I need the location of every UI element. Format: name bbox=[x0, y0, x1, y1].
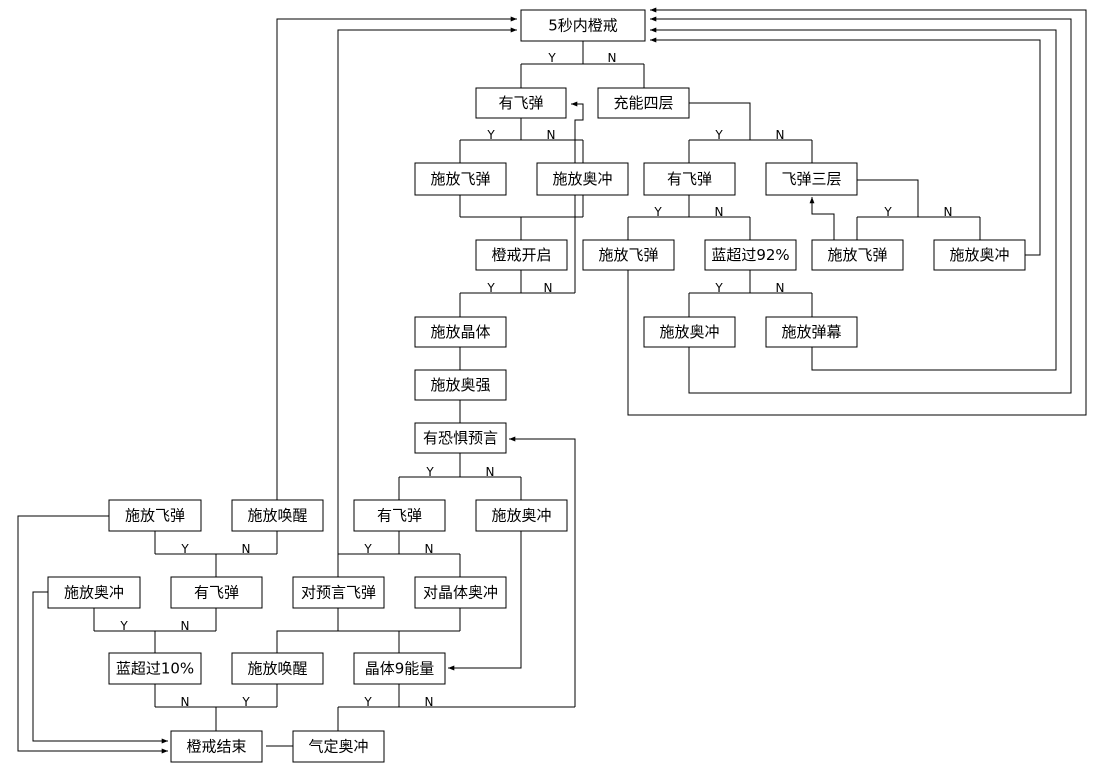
node-cast-blast-c: 施放奥冲 bbox=[643, 316, 736, 348]
node-blast-on-crystal: 对晶体奥冲 bbox=[414, 576, 507, 609]
yes-label: Y bbox=[653, 205, 662, 219]
node-cast-evocate-a: 施放唤醒 bbox=[231, 499, 324, 532]
yes-label: Y bbox=[363, 542, 372, 556]
no-label: N bbox=[425, 542, 434, 556]
svg-text:施放奥冲: 施放奥冲 bbox=[659, 323, 719, 341]
no-label: N bbox=[608, 51, 617, 65]
node-cast-missile-b: 施放飞弹 bbox=[582, 239, 675, 271]
node-crystal-9: 晶体9能量 bbox=[353, 652, 446, 685]
node-missile-three: 飞弹三层 bbox=[765, 162, 858, 196]
no-label: N bbox=[181, 695, 190, 709]
node-start: 5秒内橙戒 bbox=[520, 9, 646, 42]
node-cast-blast-e: 施放奥冲 bbox=[47, 576, 141, 609]
svg-text:蓝超过10%: 蓝超过10% bbox=[116, 660, 194, 678]
node-cast-crystal: 施放晶体 bbox=[414, 316, 507, 348]
svg-text:飞弹三层: 飞弹三层 bbox=[781, 170, 841, 188]
node-cast-missile-a: 施放飞弹 bbox=[414, 162, 507, 196]
no-label: N bbox=[544, 281, 553, 295]
svg-text:气定奥冲: 气定奥冲 bbox=[308, 738, 368, 756]
node-fear-prophecy: 有恐惧预言 bbox=[414, 422, 507, 454]
yes-label: Y bbox=[883, 205, 892, 219]
svg-text:有飞弹: 有飞弹 bbox=[194, 584, 239, 602]
svg-text:施放唤醒: 施放唤醒 bbox=[247, 660, 307, 678]
svg-text:施放奥冲: 施放奥冲 bbox=[64, 584, 124, 602]
yes-label: Y bbox=[714, 281, 723, 295]
no-label: N bbox=[776, 281, 785, 295]
no-label: N bbox=[715, 205, 724, 219]
svg-text:施放唤醒: 施放唤醒 bbox=[247, 507, 307, 525]
yes-label: Y bbox=[241, 695, 250, 709]
node-has-missile-c: 有飞弹 bbox=[353, 499, 446, 532]
node-has-missile-a: 有飞弹 bbox=[475, 87, 567, 119]
node-ring-on: 橙戒开启 bbox=[475, 239, 568, 271]
svg-text:施放飞弹: 施放飞弹 bbox=[827, 246, 887, 264]
svg-text:橙戒开启: 橙戒开启 bbox=[491, 246, 551, 264]
yes-label: Y bbox=[714, 128, 723, 142]
svg-text:有飞弹: 有飞弹 bbox=[498, 94, 543, 112]
svg-text:施放飞弹: 施放飞弹 bbox=[125, 507, 185, 525]
svg-text:施放弹幕: 施放弹幕 bbox=[781, 323, 841, 341]
node-cast-missile-c: 施放飞弹 bbox=[811, 239, 904, 271]
yes-label: Y bbox=[363, 695, 372, 709]
yes-label: Y bbox=[425, 465, 434, 479]
svg-text:橙戒结束: 橙戒结束 bbox=[186, 738, 246, 756]
yes-label: Y bbox=[119, 619, 128, 633]
node-missile-on-prophecy: 对预言飞弹 bbox=[292, 576, 385, 609]
svg-text:施放奥强: 施放奥强 bbox=[430, 376, 490, 394]
node-ring-end: 橙戒结束 bbox=[170, 730, 263, 763]
branch-labels: Y N Y N Y N Y N Y N Y N Y N Y N Y N Y N … bbox=[119, 51, 952, 709]
node-mana-10: 蓝超过10% bbox=[108, 652, 202, 685]
svg-text:有恐惧预言: 有恐惧预言 bbox=[423, 429, 498, 447]
svg-text:施放飞弹: 施放飞弹 bbox=[430, 170, 490, 188]
svg-text:有飞弹: 有飞弹 bbox=[377, 507, 422, 525]
no-label: N bbox=[181, 619, 190, 633]
svg-text:施放奥冲: 施放奥冲 bbox=[491, 507, 551, 525]
no-label: N bbox=[776, 128, 785, 142]
node-cast-evocate-b: 施放唤醒 bbox=[231, 652, 324, 685]
svg-text:充能四层: 充能四层 bbox=[613, 94, 673, 112]
node-has-missile-b: 有飞弹 bbox=[643, 162, 736, 196]
svg-text:晶体9能量: 晶体9能量 bbox=[365, 660, 435, 678]
svg-text:对预言飞弹: 对预言飞弹 bbox=[301, 584, 376, 602]
no-label: N bbox=[547, 128, 556, 142]
no-label: N bbox=[242, 542, 251, 556]
yes-label: Y bbox=[486, 128, 495, 142]
svg-text:蓝超过92%: 蓝超过92% bbox=[711, 246, 789, 264]
no-label: N bbox=[944, 205, 953, 219]
node-cast-blast-a: 施放奥冲 bbox=[536, 162, 629, 196]
node-cast-missile-d: 施放飞弹 bbox=[108, 499, 202, 532]
node-cast-blast-d: 施放奥冲 bbox=[475, 499, 568, 532]
node-charge-four: 充能四层 bbox=[597, 87, 690, 119]
node-cast-barrage: 施放弹幕 bbox=[765, 316, 858, 348]
no-label: N bbox=[425, 695, 434, 709]
yes-label: Y bbox=[486, 281, 495, 295]
node-cast-blast-b: 施放奥冲 bbox=[933, 239, 1026, 271]
node-qiding-blast: 气定奥冲 bbox=[292, 730, 385, 763]
yes-label: Y bbox=[547, 51, 556, 65]
svg-text:施放飞弹: 施放飞弹 bbox=[598, 246, 658, 264]
yes-label: Y bbox=[180, 542, 189, 556]
svg-text:施放奥冲: 施放奥冲 bbox=[552, 170, 612, 188]
svg-text:5秒内橙戒: 5秒内橙戒 bbox=[548, 17, 618, 35]
node-cast-arcane-power: 施放奥强 bbox=[414, 369, 507, 401]
node-has-missile-d: 有飞弹 bbox=[170, 576, 263, 609]
svg-text:有飞弹: 有飞弹 bbox=[667, 170, 712, 188]
svg-text:施放晶体: 施放晶体 bbox=[430, 323, 490, 341]
connector-lines bbox=[17, 7, 1087, 754]
svg-text:对晶体奥冲: 对晶体奥冲 bbox=[423, 584, 498, 602]
no-label: N bbox=[486, 465, 495, 479]
svg-text:施放奥冲: 施放奥冲 bbox=[949, 246, 1009, 264]
node-mana-92: 蓝超过92% bbox=[704, 239, 797, 271]
